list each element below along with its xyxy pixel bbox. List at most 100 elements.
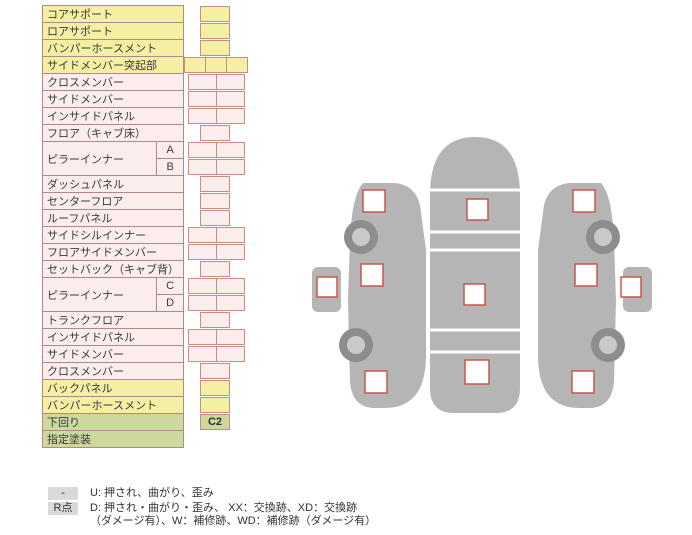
table-row: クロスメンバー — [42, 73, 260, 91]
damage-cell[interactable] — [216, 142, 245, 158]
damage-cell[interactable] — [216, 244, 245, 260]
damage-cell[interactable] — [188, 244, 217, 260]
damage-cell[interactable] — [200, 312, 230, 328]
damage-cell[interactable] — [188, 278, 217, 294]
damage-cell[interactable] — [200, 176, 230, 192]
damage-cell[interactable] — [188, 142, 217, 158]
damage-cell[interactable] — [188, 108, 217, 124]
table-row: セットバック（キャブ背） — [42, 260, 260, 278]
table-row: ロアサポート — [42, 22, 260, 40]
damage-marker-right-outer-sill[interactable] — [620, 276, 642, 298]
part-label: サイドシルインナー — [42, 226, 184, 244]
damage-cell-area — [184, 193, 260, 210]
damage-cell[interactable] — [200, 193, 230, 209]
damage-marker-left-rear-fender[interactable] — [364, 370, 388, 394]
damage-cell[interactable] — [200, 23, 230, 39]
damage-cell-area — [184, 23, 260, 40]
table-row: フロア（キャブ床） — [42, 124, 260, 142]
damage-marker-right-front-fender[interactable] — [572, 189, 596, 213]
damage-cell[interactable] — [216, 91, 245, 107]
part-label: 指定塗装 — [42, 430, 184, 448]
damage-cell[interactable] — [188, 159, 217, 175]
damage-cell-area — [184, 40, 260, 57]
damage-cell-area — [184, 159, 260, 176]
damage-cell[interactable] — [216, 295, 245, 311]
damage-cell[interactable] — [216, 278, 245, 294]
damage-cell-area — [184, 278, 260, 295]
wheel-icon — [591, 328, 625, 362]
table-row: センターフロア — [42, 192, 260, 210]
damage-cell[interactable] — [200, 380, 230, 396]
damage-cell[interactable] — [188, 346, 217, 362]
damage-marker-right-rear-fender[interactable] — [571, 370, 595, 394]
damage-marker-top-roof[interactable] — [463, 283, 486, 306]
damage-markers — [316, 189, 642, 394]
part-label: ルーフパネル — [42, 209, 184, 227]
table-row: B — [43, 158, 260, 176]
part-label: ダッシュパネル — [42, 175, 184, 193]
damage-cell[interactable] — [200, 40, 230, 56]
part-label: インサイドパネル — [42, 328, 184, 346]
car-top-view-section-lines — [430, 188, 520, 354]
table-row: ルーフパネル — [42, 209, 260, 227]
damage-cell-area — [184, 312, 260, 329]
damage-cell[interactable] — [216, 159, 245, 175]
damage-cell-area: C2 — [184, 414, 260, 431]
damage-cell[interactable] — [184, 57, 206, 73]
damage-cell-area — [184, 380, 260, 397]
damage-cell[interactable] — [188, 329, 217, 345]
damage-cell[interactable] — [205, 57, 227, 73]
damage-cell-area — [184, 210, 260, 227]
damage-cell[interactable] — [226, 57, 248, 73]
damage-cell[interactable] — [200, 363, 230, 379]
part-label: サイドメンバー突起部 — [42, 56, 184, 74]
table-row: フロアサイドメンバー — [42, 243, 260, 261]
damage-cell-area — [184, 142, 260, 159]
part-label: セットバック（キャブ背） — [42, 260, 184, 278]
damage-cell[interactable] — [216, 346, 245, 362]
part-label: トランクフロア — [42, 311, 184, 329]
damage-marker-left-outer-sill[interactable] — [316, 276, 338, 298]
damage-table-body: コアサポートロアサポートバンパーホースメントサイドメンバー突起部クロスメンバーサ… — [41, 5, 260, 448]
damage-cell[interactable] — [188, 295, 217, 311]
damage-cell[interactable] — [188, 91, 217, 107]
table-row: サイドメンバー突起部 — [42, 56, 260, 74]
damage-cell[interactable] — [200, 397, 230, 413]
damage-parts-table: コアサポートロアサポートバンパーホースメントサイドメンバー突起部クロスメンバーサ… — [41, 5, 260, 448]
damage-cell[interactable] — [200, 6, 230, 22]
part-label: センターフロア — [42, 192, 184, 210]
legend: - U: 押され、曲がり、歪み R点 D: 押され・曲がり・歪み、 XX：交換跡… — [48, 487, 378, 530]
damage-cell[interactable] — [188, 74, 217, 90]
table-row: ダッシュパネル — [42, 175, 260, 193]
damage-cell[interactable]: C2 — [200, 414, 230, 430]
part-label: ピラーインナー — [41, 141, 158, 176]
damage-marker-left-front-fender[interactable] — [362, 189, 386, 213]
legend-row-rpoint: R点 D: 押され・曲がり・歪み、 XX：交換跡、XD：交換跡（ダメージ有）、W… — [48, 502, 378, 528]
damage-cell[interactable] — [200, 125, 230, 141]
damage-cell[interactable] — [216, 74, 245, 90]
pillar-sub-label: C — [156, 277, 184, 295]
damage-cell[interactable] — [216, 108, 245, 124]
damage-marker-right-front-door[interactable] — [574, 263, 598, 287]
damage-marker-top-hood[interactable] — [466, 198, 489, 221]
table-row: バックパネル — [42, 379, 260, 397]
damage-marker-left-front-door[interactable] — [360, 263, 384, 287]
table-row: サイドメンバー — [42, 90, 260, 108]
damage-cell[interactable] — [200, 210, 230, 226]
damage-cell-area — [184, 125, 260, 142]
part-label: バックパネル — [42, 379, 184, 397]
damage-cell[interactable] — [216, 227, 245, 243]
damage-cell[interactable] — [188, 227, 217, 243]
part-label: フロアサイドメンバー — [42, 243, 184, 261]
part-label: インサイドパネル — [42, 107, 184, 125]
legend-key-rpoint: R点 — [48, 502, 78, 515]
table-row: コアサポート — [42, 5, 260, 23]
damage-cell[interactable] — [216, 329, 245, 345]
damage-cell[interactable] — [200, 261, 230, 277]
damage-marker-top-trunk[interactable] — [464, 359, 490, 385]
table-row: クロスメンバー — [42, 362, 260, 380]
part-label: サイドメンバー — [42, 345, 184, 363]
legend-text-rpoint: D: 押され・曲がり・歪み、 XX：交換跡、XD：交換跡（ダメージ有）、W：補修… — [90, 502, 377, 527]
damage-cell-area — [184, 176, 260, 193]
wheel-icon — [586, 220, 620, 254]
